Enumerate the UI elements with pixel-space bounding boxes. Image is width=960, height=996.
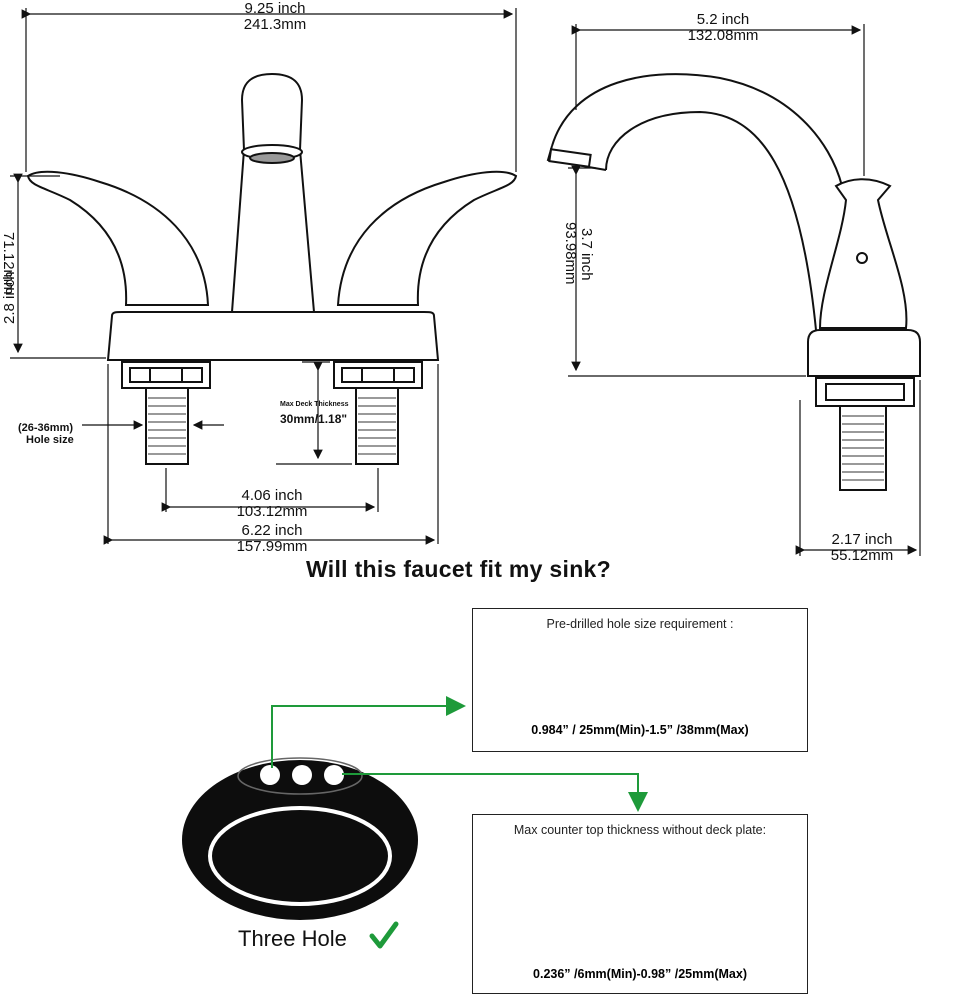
base-depth-label: 2.17 inch 55.12mm — [812, 532, 912, 564]
green-callout-arrows — [271, 696, 648, 812]
side-thread-lines — [842, 415, 884, 481]
height-mm-label: 71.12mm — [0, 232, 17, 295]
center-spacing-mm: 103.12mm — [236, 503, 308, 520]
hole-size-caption: Hole size — [26, 434, 74, 446]
side-spout-top — [551, 73, 843, 187]
sink-hole-right — [324, 765, 344, 785]
spout-height-inch-label: 3.7 inch — [578, 228, 595, 281]
thickness-title: Max counter top thickness without deck p… — [513, 823, 767, 837]
spout-reach-mm: 132.08mm — [687, 27, 759, 44]
overall-width-inch: 9.25 inch — [244, 0, 306, 17]
hole-requirement-box: Pre-drilled hole size requirement : 0.98… — [472, 608, 808, 752]
headline: Will this faucet fit my sink? — [306, 556, 611, 582]
left-handle — [26, 170, 210, 306]
spout-reach-label: 5.2 inch 132.08mm — [668, 12, 778, 44]
overall-width-label: 9.25 inch 241.3mm — [220, 1, 330, 33]
hole-size-range: (26-36mm) — [18, 422, 74, 434]
deck-thickness-title: Max Deck Thickness — [280, 400, 348, 409]
sink-label: Three Hole — [238, 926, 347, 951]
side-faucet-drawing — [546, 73, 921, 491]
hole-size-label: (26-36mm) Hole size — [18, 422, 74, 446]
spout-reach-inch: 5.2 inch — [696, 11, 750, 28]
check-mark-icon — [369, 921, 399, 949]
sink-hole-left — [260, 765, 280, 785]
side-base — [807, 329, 921, 377]
center-spacing-label: 4.06 inch 103.12mm — [222, 488, 322, 520]
deck-thickness-title-text: Max Deck Thickness — [280, 401, 349, 408]
center-spout — [231, 72, 315, 313]
spout-height-inch: 3.7 inch — [578, 228, 595, 281]
base-depth-mm: 55.12mm — [830, 547, 894, 564]
hole-requirement-title: Pre-drilled hole size requirement : — [546, 617, 734, 631]
thickness-box: Max counter top thickness without deck p… — [472, 814, 808, 994]
sink-illustration — [182, 757, 418, 920]
deck-thickness-value-text: 30mm/1.18" — [280, 412, 348, 426]
thickness-spec: 0.236” /6mm(Min)-0.98” /25mm(Max) — [533, 967, 747, 981]
spout-height-mm-label: 93.98mm — [562, 222, 579, 285]
side-dimension-lines — [568, 24, 921, 556]
front-faucet-drawing — [26, 72, 518, 465]
deck-plate — [106, 311, 440, 361]
sink-hole-center — [292, 765, 312, 785]
base-depth-inch: 2.17 inch — [831, 531, 893, 548]
base-width-inch: 6.22 inch — [241, 522, 303, 539]
front-dimension-lines — [10, 8, 517, 545]
center-spacing-inch: 4.06 inch — [241, 487, 303, 504]
side-spout-bottom — [605, 110, 817, 331]
hole-requirement-spec: 0.984” / 25mm(Min)-1.5” /38mm(Max) — [531, 723, 749, 737]
height-mm: 71.12mm — [0, 232, 17, 295]
deck-thickness-value: 30mm/1.18" — [280, 413, 347, 425]
overall-width-mm: 241.3mm — [243, 16, 307, 33]
base-width-mm: 157.99mm — [236, 538, 308, 555]
thread-lines — [148, 397, 396, 455]
spout-height-mm: 93.98mm — [562, 222, 579, 285]
right-handle — [336, 170, 518, 306]
base-width-label: 6.22 inch 157.99mm — [222, 523, 322, 555]
